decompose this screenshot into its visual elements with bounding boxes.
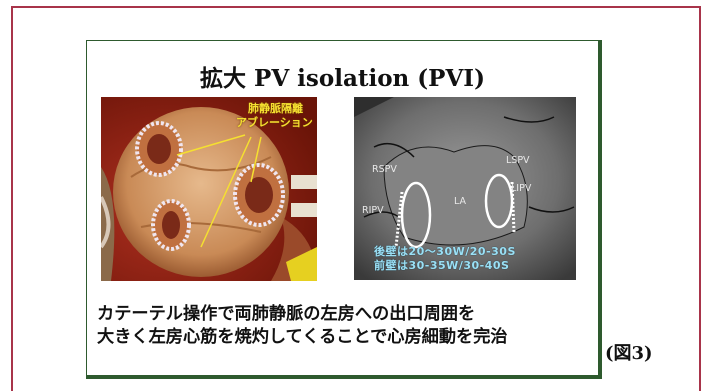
- label-la: LA: [454, 196, 466, 207]
- ablation-annotation: 肺静脈隔離 アブレーション: [236, 102, 313, 130]
- annotation-line-1: 肺静脈隔離: [236, 102, 313, 116]
- slide-caption: カテーテル操作で両肺静脈の左房への出口周囲を 大きく左房心筋を焼灼してくることで…: [97, 303, 607, 349]
- label-lipv: LIPV: [511, 183, 531, 194]
- anatomy-illustration: 肺静脈隔離 アブレーション: [101, 97, 317, 281]
- label-lspv: LSPV: [506, 155, 530, 166]
- label-ripv: RIPV: [362, 205, 384, 216]
- figure-reference: (図3): [605, 339, 653, 365]
- slide-title: 拡大 PV isolation (PVI): [87, 59, 598, 93]
- caption-line-1: カテーテル操作で両肺静脈の左房への出口周囲を: [97, 303, 607, 326]
- label-rspv: RSPV: [372, 164, 397, 175]
- caption-line-2: 大きく左房心筋を焼灼してくることで心房細動を完治: [97, 326, 607, 349]
- xray-image-panel: RSPV LSPV LIPV RIPV LA 後壁は20〜30W/20-30S …: [354, 97, 576, 280]
- annotation-line-2: アブレーション: [236, 116, 313, 130]
- slide: 拡大 PV isolation (PVI): [86, 40, 602, 379]
- power-anterior-text: 前壁は30-35W/30-40S: [374, 257, 509, 273]
